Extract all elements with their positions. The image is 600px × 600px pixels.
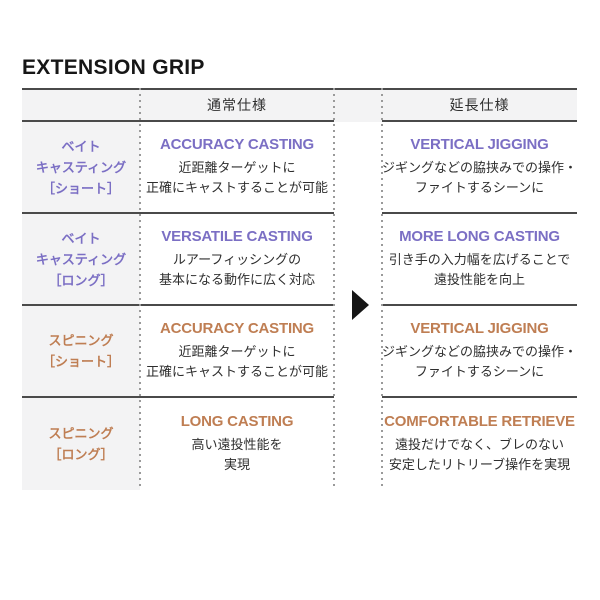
- spec-description: 近距離ターゲットに 正確にキャストすることが可能: [145, 344, 328, 379]
- spec-description: 遠投だけでなく、ブレのない 安定したリトリーブ操作を実現: [388, 437, 571, 472]
- row-label-text: ベイト キャスティング ［ショート］: [35, 138, 127, 196]
- spec-cell-extended: MORE LONG CASTING 引き手の入力幅を広げることで 遠投性能を向上: [382, 214, 577, 306]
- spec-description: ルアーフィッシングの 基本になる動作に広く対応: [158, 252, 315, 287]
- spec-heading: COMFORTABLE RETRIEVE: [384, 413, 575, 430]
- table-header-extended: 延長仕様: [382, 88, 577, 122]
- page-title: EXTENSION GRIP: [22, 56, 205, 79]
- spec-cell-extended: VERTICAL JIGGING ジギングなどの脇挟みでの操作・ ファイトするシ…: [382, 306, 577, 398]
- dotted-divider: [139, 88, 141, 490]
- spec-heading: MORE LONG CASTING: [399, 228, 560, 245]
- comparison-grid: 通常仕様 延長仕様 ベイト キャスティング ［ショート］ ACCURACY CA…: [22, 88, 577, 490]
- spec-description: 引き手の入力幅を広げることで 遠投性能を向上: [388, 252, 571, 287]
- corridor-cell: [334, 122, 382, 214]
- arrow-right-icon: [352, 290, 369, 320]
- corridor-cell: [334, 398, 382, 490]
- spec-description: ジギングなどの脇挟みでの操作・ ファイトするシーンに: [382, 344, 578, 379]
- row-label-text: スピニング ［ショート］: [41, 333, 120, 369]
- row-label-spinning-long: スピニング ［ロング］: [22, 398, 140, 490]
- header-label-spacer: [22, 88, 140, 122]
- spec-description: 近距離ターゲットに 正確にキャストすることが可能: [145, 160, 328, 195]
- row-label-spinning-short: スピニング ［ショート］: [22, 306, 140, 398]
- dotted-divider: [381, 88, 383, 490]
- spec-cell-normal: LONG CASTING 高い遠投性能を 実現: [140, 398, 334, 490]
- spec-cell-normal: ACCURACY CASTING 近距離ターゲットに 正確にキャストすることが可…: [140, 122, 334, 214]
- header-corridor: [334, 88, 382, 122]
- row-label-text: スピニング ［ロング］: [48, 426, 114, 462]
- spec-heading: ACCURACY CASTING: [159, 136, 315, 153]
- spec-heading: VERSATILE CASTING: [161, 228, 313, 245]
- spec-heading: ACCURACY CASTING: [159, 320, 315, 337]
- spec-heading: VERTICAL JIGGING: [410, 136, 549, 153]
- spec-cell-normal: ACCURACY CASTING 近距離ターゲットに 正確にキャストすることが可…: [140, 306, 334, 398]
- table-header-normal: 通常仕様: [140, 88, 334, 122]
- row-label-bait-short: ベイト キャスティング ［ショート］: [22, 122, 140, 214]
- spec-cell-extended: COMFORTABLE RETRIEVE 遠投だけでなく、ブレのない 安定したリ…: [382, 398, 577, 490]
- spec-description: 高い遠投性能を 実現: [191, 437, 283, 472]
- spec-description: ジギングなどの脇挟みでの操作・ ファイトするシーンに: [382, 160, 578, 195]
- row-label-text: ベイト キャスティング ［ロング］: [35, 230, 127, 288]
- spec-heading: VERTICAL JIGGING: [410, 320, 549, 337]
- spec-heading: LONG CASTING: [180, 413, 294, 430]
- dotted-divider: [333, 88, 335, 490]
- row-label-bait-long: ベイト キャスティング ［ロング］: [22, 214, 140, 306]
- spec-cell-extended: VERTICAL JIGGING ジギングなどの脇挟みでの操作・ ファイトするシ…: [382, 122, 577, 214]
- spec-cell-normal: VERSATILE CASTING ルアーフィッシングの 基本になる動作に広く対…: [140, 214, 334, 306]
- comparison-table: 通常仕様 延長仕様 ベイト キャスティング ［ショート］ ACCURACY CA…: [22, 88, 577, 490]
